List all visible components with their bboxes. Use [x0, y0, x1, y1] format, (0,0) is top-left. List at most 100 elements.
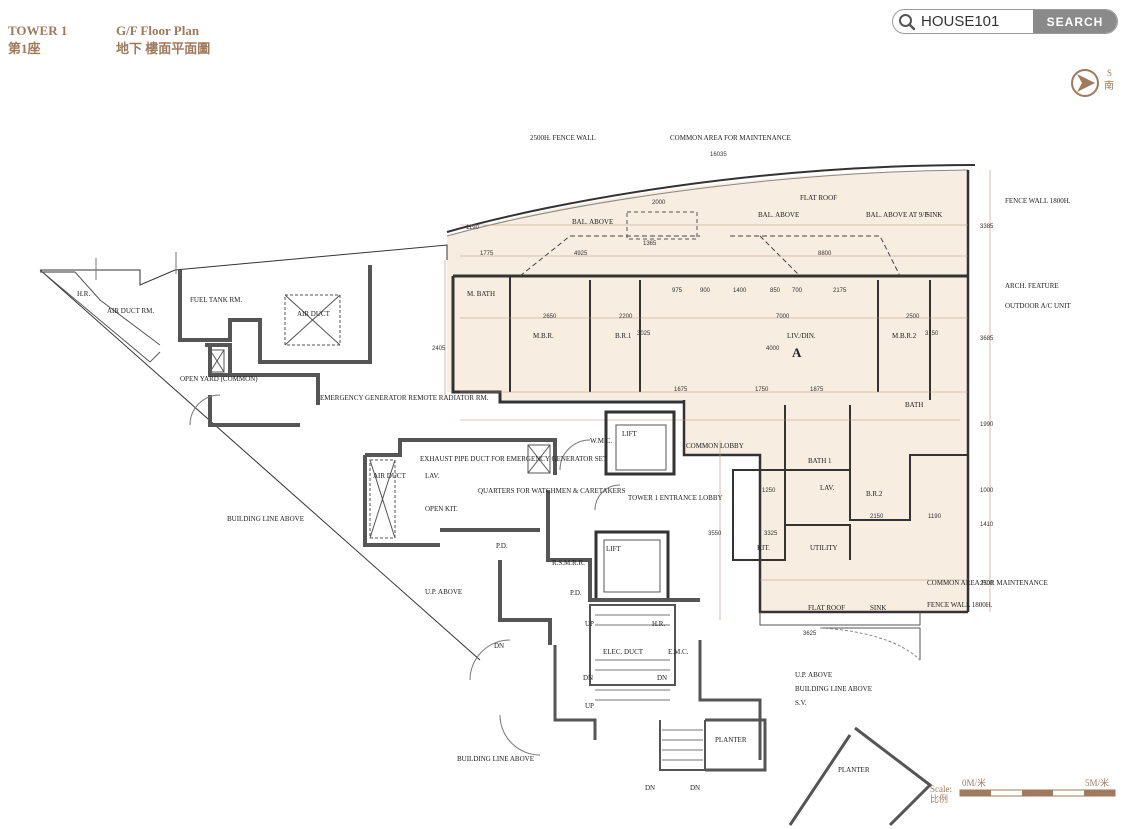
- note-up-above-bottom: U.P. ABOVE: [795, 671, 832, 679]
- note-outdoor-ac: OUTDOOR A/C UNIT: [1005, 302, 1071, 310]
- dim-1750: 1750: [755, 387, 769, 393]
- dim-16035: 16035: [710, 152, 727, 158]
- dim-1400: 1400: [733, 288, 747, 294]
- note-building-line-left: BUILDING LINE ABOVE: [227, 515, 304, 523]
- dim-1190: 1190: [466, 225, 480, 231]
- scale-start: 0M/米: [962, 778, 987, 788]
- dim-2650: 2650: [543, 314, 557, 320]
- dim-850: 850: [770, 288, 781, 294]
- unit-a-area: [447, 170, 968, 612]
- search-button[interactable]: SEARCH: [1033, 10, 1117, 33]
- compass-zh: 南: [1104, 79, 1114, 92]
- dim-3385: 3385: [980, 224, 994, 230]
- note-fence-wall-right: FENCE WALL 1800H.: [1005, 197, 1071, 205]
- label-liv-din: LIV./DIN.: [787, 332, 816, 340]
- label-fuel-tank: FUEL TANK RM.: [190, 296, 242, 304]
- label-m-bath: M. BATH: [467, 290, 495, 298]
- note-up-above-left: U.P. ABOVE: [425, 588, 462, 596]
- dim-4925: 4925: [574, 251, 588, 257]
- dim-1365: 1365: [643, 241, 657, 247]
- dim-2200: 2200: [619, 314, 633, 320]
- dim-3550: 3550: [708, 531, 722, 537]
- building-outline-left: [39, 244, 481, 661]
- note-arch-feature: ARCH. FEATURE: [1005, 282, 1059, 290]
- search-bar: SEARCH: [892, 9, 1118, 34]
- label-emc: E.M.C.: [668, 648, 689, 656]
- label-common-lobby: COMMON LOBBY: [686, 442, 744, 450]
- note-dn-5: DN: [690, 784, 700, 792]
- search-input[interactable]: [921, 10, 1031, 33]
- fence-curve: [446, 164, 976, 233]
- dim-900: 900: [700, 288, 711, 294]
- label-quarters: QUARTERS FOR WATCHMEN & CARETAKERS: [478, 487, 626, 495]
- scale-end: 5M/米: [1085, 778, 1110, 788]
- dim-2405: 2405: [432, 346, 446, 352]
- plan-title: G/F Floor Plan 地下 樓面平面圖: [116, 22, 210, 58]
- note-dn-3: DN: [657, 674, 667, 682]
- dim-1190b: 1190: [928, 514, 942, 520]
- plan-en: G/F Floor Plan: [116, 23, 200, 38]
- note-bal-above-2: BAL. ABOVE: [758, 211, 799, 219]
- dim-7000: 7000: [776, 314, 790, 320]
- label-exhaust: EXHAUST PIPE DUCT FOR EMERGENCY GENERATO…: [420, 455, 608, 463]
- dim-2150: 2150: [870, 514, 884, 520]
- note-dn-4: DN: [645, 784, 655, 792]
- label-lav: LAV.: [425, 472, 440, 480]
- label-lift-1: LIFT: [622, 430, 638, 438]
- tower-title: TOWER 1 第1座: [8, 22, 67, 58]
- compass-letter: S: [1107, 68, 1112, 78]
- label-mbr: M.B.R.: [533, 332, 554, 340]
- dim-1875: 1875: [810, 387, 824, 393]
- dim-1000: 1000: [980, 488, 994, 494]
- note-sink-bottom: SINK: [870, 604, 886, 612]
- note-common-area-top: COMMON AREA FOR MAINTENANCE: [670, 134, 791, 142]
- dim-3325: 3325: [764, 531, 778, 537]
- compass: S 南: [1069, 66, 1119, 102]
- label-bath-1: BATH 1: [808, 457, 832, 465]
- label-utility: UTILITY: [810, 544, 838, 552]
- label-rsmrr: R.S.M.R.R.: [552, 559, 585, 567]
- scale-bar: [959, 789, 1116, 797]
- label-mbr2: M.B.R.2: [892, 332, 917, 340]
- label-air-duct-rm: AIR DUCT RM.: [107, 307, 154, 315]
- note-sink-top: SINK: [926, 211, 942, 219]
- tower-en: TOWER 1: [8, 23, 68, 38]
- note-up-2: UP: [585, 702, 594, 710]
- label-unit-a: A: [792, 345, 802, 360]
- label-pd-1: P.D.: [496, 542, 508, 550]
- label-flat-roof-top: FLAT ROOF: [800, 194, 837, 202]
- label-emergency-gen: EMERGENCY GENERATOR REMOTE RADIATOR RM.: [320, 394, 489, 402]
- label-open-kit: OPEN KIT.: [425, 505, 458, 513]
- label-br1: B.R.1: [615, 332, 632, 340]
- scale-label-zh: 比例: [930, 794, 949, 804]
- dim-2175: 2175: [833, 288, 847, 294]
- label-pd-2: P.D.: [570, 589, 582, 597]
- note-common-area-bottom: COMMON AREA FOR MAINTENANCE: [927, 579, 1048, 587]
- label-flat-roof-bottom: FLAT ROOF: [808, 604, 845, 612]
- note-building-line-bottom: BUILDING LINE ABOVE: [795, 685, 872, 693]
- note-up-1: UP: [585, 620, 594, 628]
- dim-1990: 1990: [980, 422, 994, 428]
- dim-1775: 1775: [480, 251, 494, 257]
- label-bath: BATH: [905, 401, 923, 409]
- dim-1250: 1250: [762, 488, 776, 494]
- dim-1675: 1675: [674, 387, 688, 393]
- dim-3025: 3025: [637, 331, 651, 337]
- scale-label: Scale: 比例: [930, 784, 970, 805]
- label-planter-2: PLANTER: [838, 766, 870, 774]
- note-dn-2: DN: [583, 674, 593, 682]
- dim-975: 975: [672, 288, 683, 294]
- label-hr-small: H.R.: [77, 290, 90, 298]
- dim-2500b: 2500: [980, 581, 994, 587]
- dim-8800: 8800: [818, 251, 832, 257]
- note-fence-wall-2500: 2500H. FENCE WALL: [530, 134, 596, 142]
- label-elec-duct: ELEC. DUCT: [603, 648, 644, 656]
- label-br2: B.R.2: [866, 490, 883, 498]
- label-kit: KIT.: [757, 544, 770, 552]
- label-air-duct-2: AIR DUCT: [297, 310, 331, 318]
- dim-4000: 4000: [766, 346, 780, 352]
- label-lift-2: LIFT: [606, 545, 622, 553]
- tower-zh: 第1座: [8, 41, 41, 56]
- label-planter-1: PLANTER: [715, 736, 747, 744]
- note-dn-1: DN: [494, 642, 504, 650]
